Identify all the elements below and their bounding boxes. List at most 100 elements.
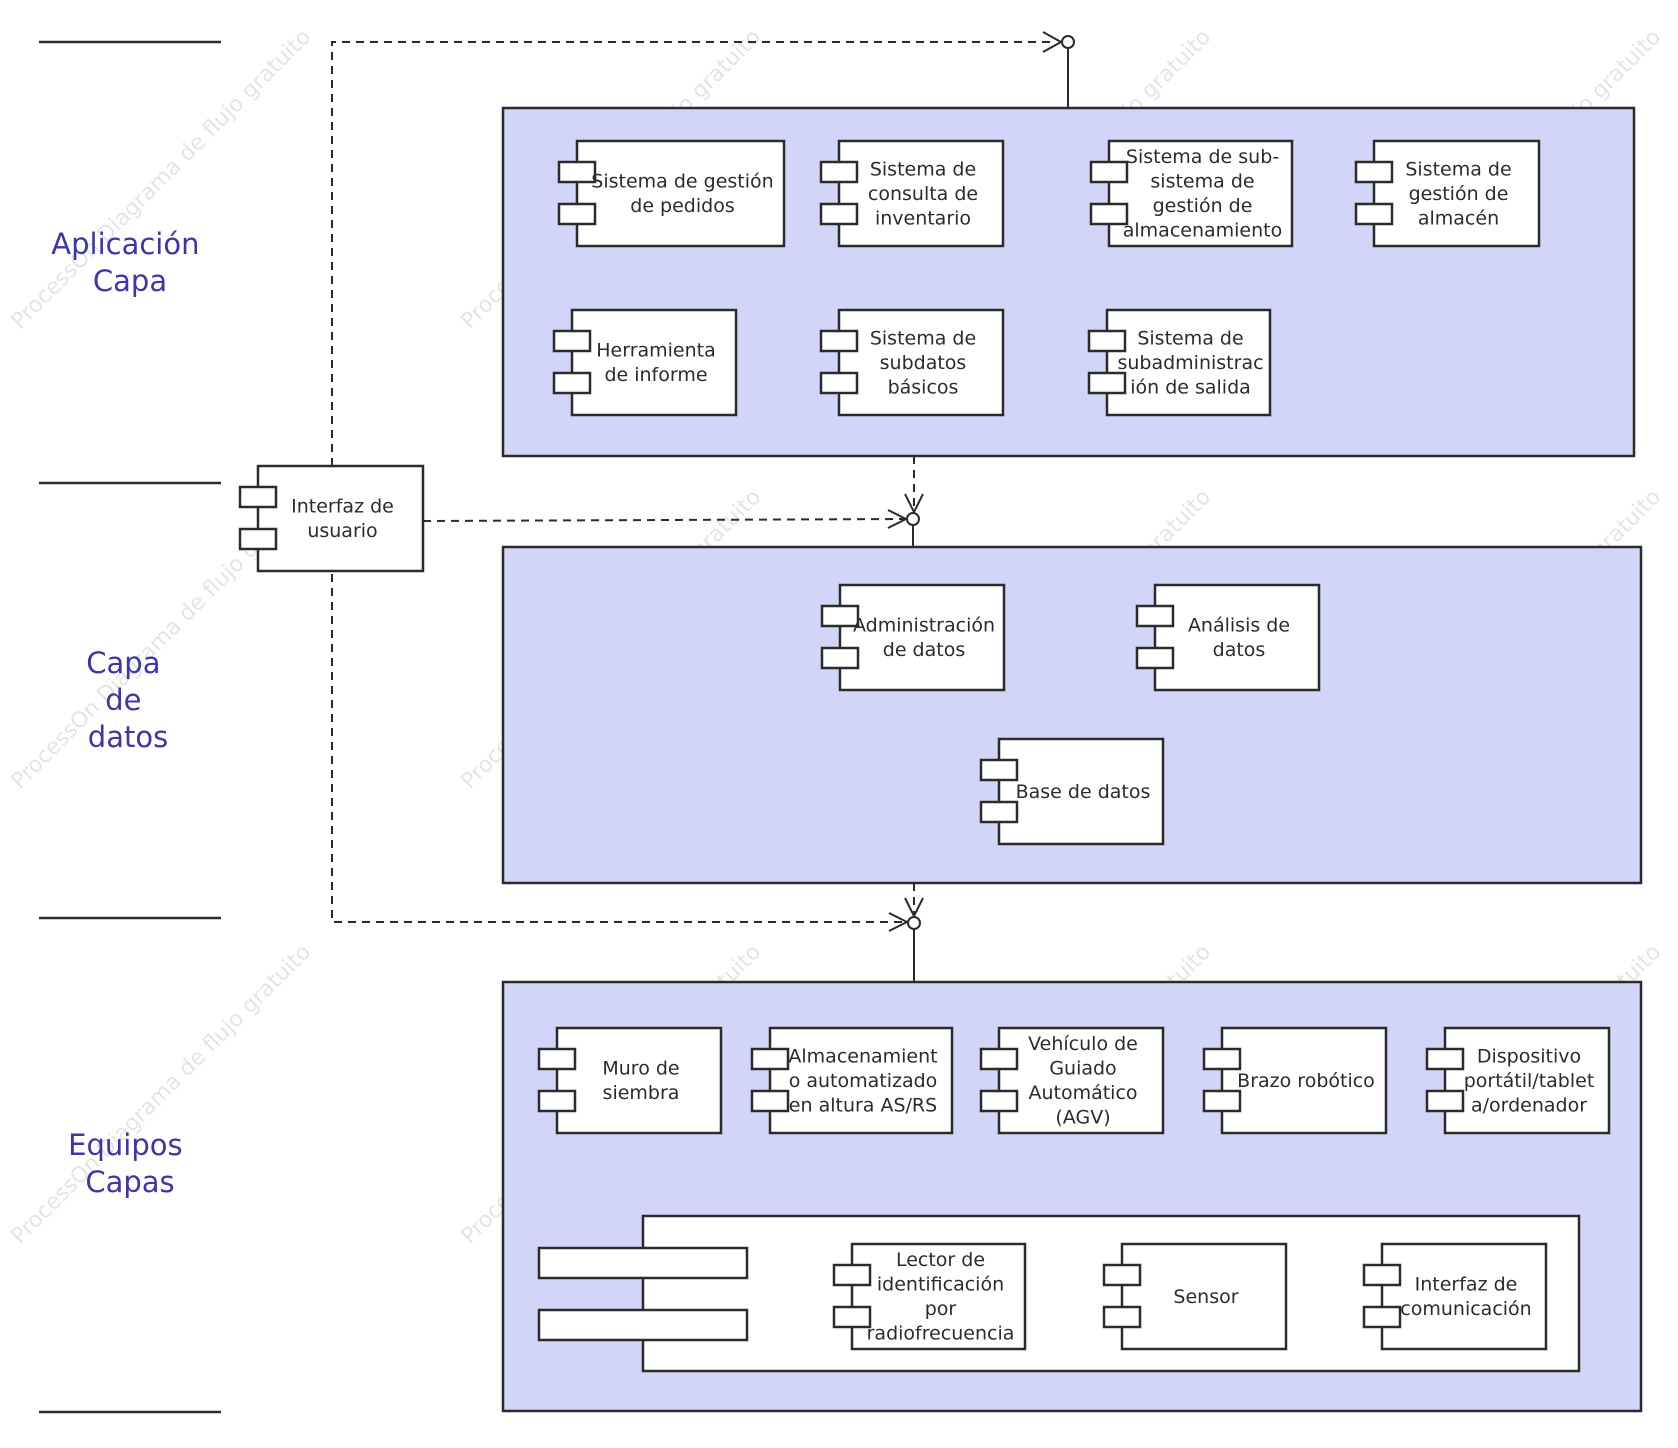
component-body <box>850 1242 1027 1351</box>
component-port-icon <box>819 202 859 226</box>
component-label-line: Guiado <box>1049 1058 1116 1080</box>
component-label-line: en altura AS/RS <box>789 1094 937 1116</box>
ui-to-equipment-connector <box>331 574 907 923</box>
component-label-line: básicos <box>888 376 959 398</box>
component-label-line: inventario <box>875 207 971 229</box>
dependency-connectors <box>331 41 1055 923</box>
component-port-icon <box>1087 329 1127 353</box>
component-label-line: identificación <box>877 1274 1004 1296</box>
component-box[interactable]: Brazo robótico <box>1202 1026 1388 1135</box>
component-port-icon <box>979 800 1019 824</box>
component-port-icon <box>1089 202 1129 226</box>
component-port-icon <box>537 1089 577 1113</box>
layer-label-line: Aplicación <box>51 227 199 261</box>
component-port-icon <box>537 1047 577 1071</box>
component-port-icon <box>1102 1263 1142 1287</box>
component-port-icon <box>979 1089 1019 1113</box>
component-label-line: Administración <box>853 615 995 637</box>
component-port-icon <box>979 758 1019 782</box>
component-label-line: de pedidos <box>630 195 734 217</box>
interface-socket[interactable] <box>906 512 920 526</box>
layer-label-data: Capa de datos <box>86 646 169 754</box>
component-port-icon <box>979 1047 1019 1071</box>
component-label-line: Muro de <box>602 1058 679 1080</box>
component-body <box>1107 139 1294 248</box>
component-label-line: Automático <box>1028 1082 1137 1104</box>
ui-to-data-connector <box>422 518 907 522</box>
component-label-line: almacén <box>1418 207 1499 229</box>
component-body <box>837 308 1005 417</box>
component-label-line: de datos <box>883 639 965 661</box>
interface-lollipops <box>906 35 1075 982</box>
component-body <box>837 139 1005 248</box>
component-label-line: sistema de <box>1150 171 1254 193</box>
component-port-icon <box>819 329 859 353</box>
component-label-line: Lector de <box>896 1249 985 1271</box>
component-label-line: Interfaz de <box>291 496 394 518</box>
component-body <box>1372 139 1541 248</box>
component-box[interactable]: Base de datos <box>979 737 1165 846</box>
component-label-line: de informe <box>604 364 707 386</box>
subsystem-port <box>537 1246 749 1280</box>
ui-to-application-connector <box>331 41 1055 466</box>
layer-label-line: datos <box>88 720 168 754</box>
component-label: Base de datos <box>1016 781 1151 803</box>
component-port-icon <box>750 1089 790 1113</box>
component-port-icon <box>1354 202 1394 226</box>
component-body <box>1220 1026 1388 1135</box>
layer-label-equipment: Equipos Capas <box>68 1128 192 1199</box>
component-label-line: subadministrac <box>1117 352 1263 374</box>
component-port-icon <box>1202 1089 1242 1113</box>
component-port-icon <box>1202 1047 1242 1071</box>
component-port-icon <box>1362 1305 1402 1329</box>
component-label-line: Dispositivo <box>1477 1045 1581 1067</box>
component-label-line: consulta de <box>868 183 978 205</box>
component-label-line: Interfaz de <box>1415 1274 1518 1296</box>
component-label-line: a/ordenador <box>1471 1094 1587 1116</box>
component-body <box>1443 1026 1611 1135</box>
component-box[interactable]: Sensor <box>1102 1242 1288 1351</box>
component-port-icon <box>552 329 592 353</box>
watermark-text: ProcessOn Diagrama de flujo gratuito <box>7 940 317 1250</box>
component-label-line: Herramienta <box>596 340 716 362</box>
interface-socket[interactable] <box>1061 35 1075 49</box>
component-label-line: usuario <box>307 520 377 542</box>
interface-socket[interactable] <box>907 916 921 930</box>
component-body <box>1153 583 1321 692</box>
component-port-icon <box>1362 1263 1402 1287</box>
component-body <box>997 737 1165 846</box>
component-body <box>997 1026 1165 1135</box>
subsystem-port <box>537 1308 749 1342</box>
component-label-line: Sistema de <box>1137 327 1243 349</box>
component-body <box>1380 1242 1548 1351</box>
component-label-line: por <box>925 1298 957 1320</box>
component-body <box>256 464 425 573</box>
